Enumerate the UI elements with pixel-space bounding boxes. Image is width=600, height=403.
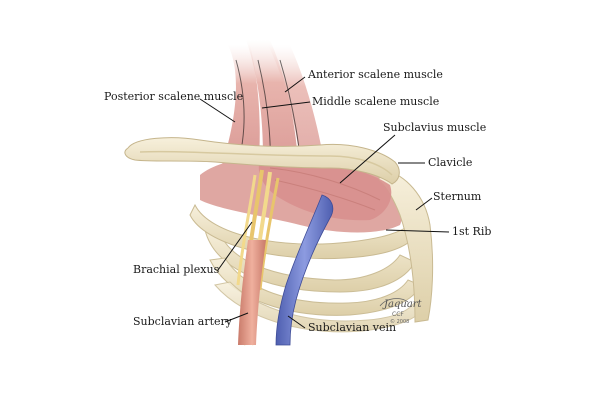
signature-org: CCF bbox=[392, 311, 404, 318]
signature-name: Jaquart bbox=[382, 299, 423, 310]
label-first-rib: 1st Rib bbox=[452, 225, 491, 238]
subclavius-muscle bbox=[258, 158, 392, 221]
leader-middle-scalene bbox=[261, 101, 311, 109]
subclavian-artery bbox=[238, 240, 266, 345]
leader-sternum bbox=[415, 197, 433, 211]
label-posterior-scalene: Posterior scalene muscle bbox=[104, 90, 243, 103]
leader-first-rib bbox=[385, 229, 450, 233]
artist-signature: Jaquart CCF © 2008 bbox=[379, 298, 423, 325]
label-anterior-scalene: Anterior scalene muscle bbox=[307, 68, 443, 81]
labels: Anterior scalene muscle Posterior scalen… bbox=[104, 68, 491, 334]
leader-lines bbox=[199, 76, 450, 329]
label-clavicle: Clavicle bbox=[428, 156, 472, 169]
label-sternum: Sternum bbox=[433, 190, 482, 203]
clavicle bbox=[124, 137, 400, 185]
leader-brachial-plexus bbox=[217, 221, 253, 271]
label-middle-scalene: Middle scalene muscle bbox=[312, 95, 439, 108]
signature-copyright: © 2008 bbox=[390, 318, 409, 325]
leader-subclavian-artery bbox=[224, 312, 249, 323]
label-brachial-plexus: Brachial plexus bbox=[133, 263, 220, 276]
leader-anterior-scalene bbox=[284, 76, 306, 93]
leader-posterior-scalene bbox=[199, 98, 236, 123]
leader-subclavius bbox=[339, 134, 396, 184]
label-subclavius: Subclavius muscle bbox=[383, 121, 486, 134]
leader-subclavian-vein bbox=[287, 315, 306, 329]
subclavian-vein bbox=[275, 194, 334, 346]
label-subclavian-vein: Subclavian vein bbox=[308, 321, 396, 334]
label-subclavian-artery: Subclavian artery bbox=[133, 315, 233, 328]
